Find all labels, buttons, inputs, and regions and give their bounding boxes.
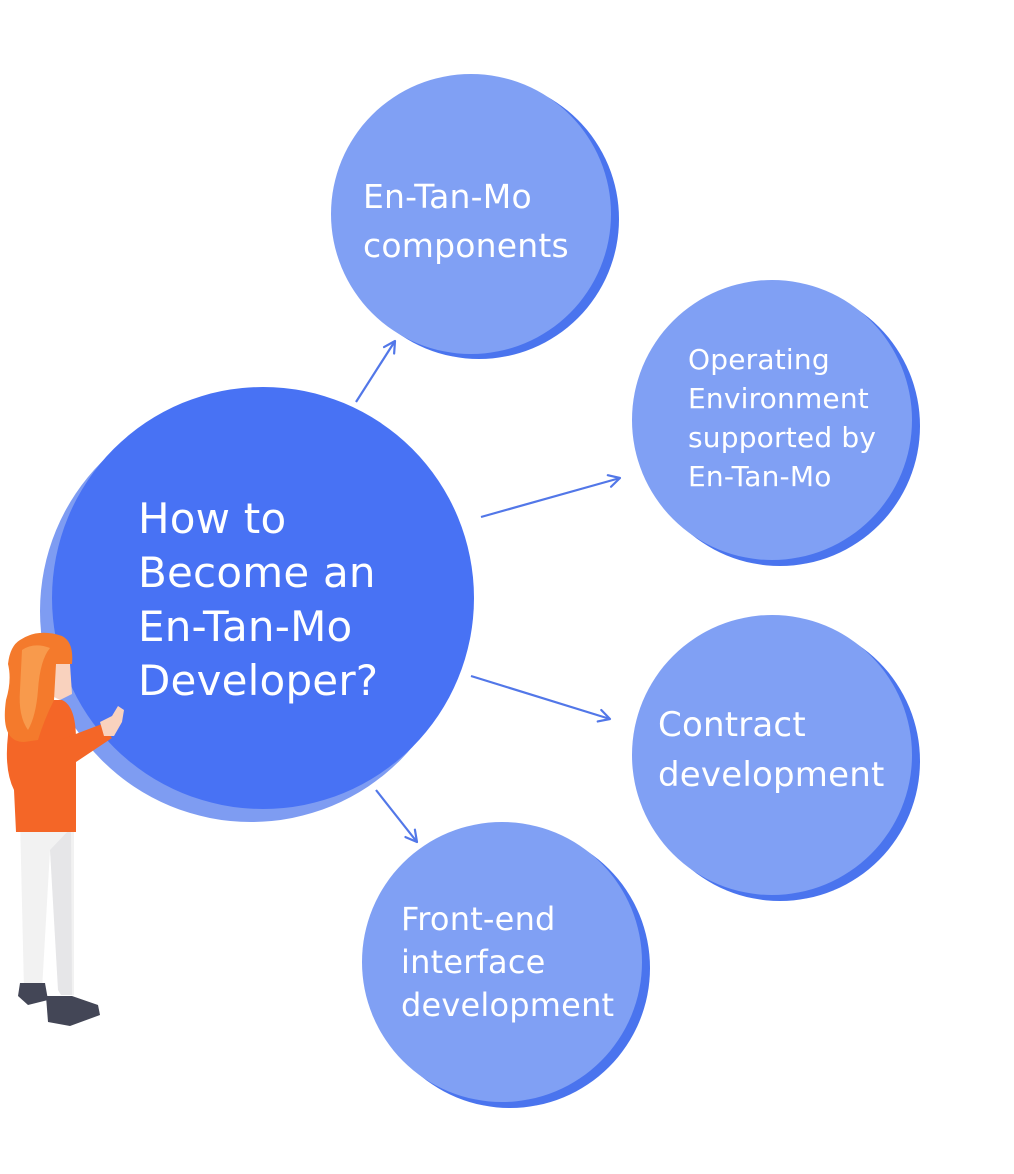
- person-hand: [100, 706, 124, 736]
- central-label-line: Developer?: [138, 656, 379, 705]
- topic-circle: [632, 615, 912, 895]
- arrow-to-environment: [480, 474, 622, 519]
- topic-label-line: En-Tan-Mo: [363, 177, 532, 216]
- central-label-line: En-Tan-Mo: [138, 602, 353, 651]
- topic-label-line: En-Tan-Mo: [688, 460, 832, 493]
- person-shoe-back: [18, 983, 48, 1005]
- topic-label-line: Contract: [658, 705, 806, 745]
- topic-label-frontend: Front-end interface development: [401, 898, 614, 1027]
- topic-label-line: development: [658, 755, 885, 795]
- topic-node-contract: [632, 615, 920, 901]
- topic-circle: [632, 280, 912, 560]
- person-arm: [60, 724, 112, 766]
- topic-label-line: components: [363, 226, 569, 265]
- topic-label-contract: Contract development: [658, 700, 885, 800]
- central-circle: [52, 387, 474, 809]
- central-node: [40, 387, 474, 822]
- topic-label-line: Front-end: [401, 900, 556, 938]
- central-node-label: How to Become an En-Tan-Mo Developer?: [138, 492, 378, 708]
- person-shoe-front: [46, 996, 100, 1026]
- central-label-line: How to: [138, 494, 287, 543]
- arrow-to-contract: [470, 674, 612, 723]
- topic-circle: [331, 74, 611, 354]
- person-pointing-illustration: [4, 632, 124, 1026]
- arrow-to-frontend: [375, 789, 419, 844]
- topic-label-environment: Operating Environment supported by En-Ta…: [688, 340, 876, 496]
- topic-node-frontend: [362, 822, 650, 1108]
- connector-arrows: [355, 339, 622, 844]
- topic-label-line: Operating: [688, 343, 830, 376]
- topic-label-line: interface: [401, 943, 546, 981]
- person-hair-highlight: [19, 645, 50, 730]
- topic-node-environment: [632, 280, 920, 566]
- central-label-line: Become an: [138, 548, 376, 597]
- person-pants-shade: [50, 828, 72, 995]
- topic-label-line: development: [401, 986, 615, 1024]
- arrow-to-components: [355, 339, 397, 403]
- topic-label-components: En-Tan-Mo components: [363, 172, 569, 270]
- topic-node-components: [331, 74, 619, 359]
- topic-label-line: Environment: [688, 382, 869, 415]
- topic-circle: [362, 822, 642, 1102]
- topic-label-line: supported by: [688, 421, 877, 454]
